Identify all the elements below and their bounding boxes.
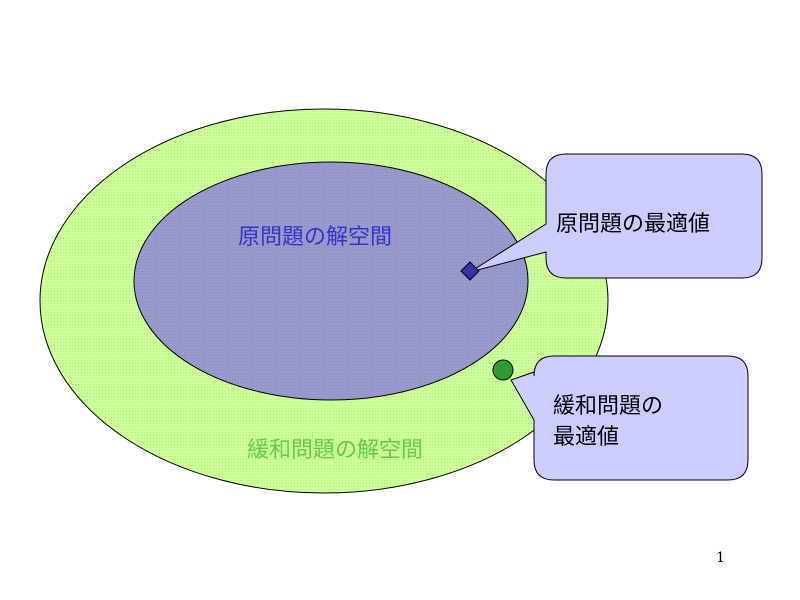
original-space-label: 原問題の解空間 xyxy=(238,225,392,250)
relaxed-optimum-callout-text-line1: 緩和問題の xyxy=(553,394,663,419)
original-optimum-marker xyxy=(460,261,480,281)
relaxed-optimum-callout xyxy=(510,355,749,481)
relaxed-optimum-callout-text-line2: 最適値 xyxy=(553,425,619,450)
relaxed-optimum-marker xyxy=(492,359,514,381)
relaxed-space-label: 緩和問題の解空間 xyxy=(247,438,423,463)
original-optimum-callout-text: 原問題の最適値 xyxy=(556,212,710,237)
original-solution-space-ellipse xyxy=(133,161,529,401)
page-number: 1 xyxy=(716,550,725,566)
original-optimum-callout xyxy=(469,153,763,279)
